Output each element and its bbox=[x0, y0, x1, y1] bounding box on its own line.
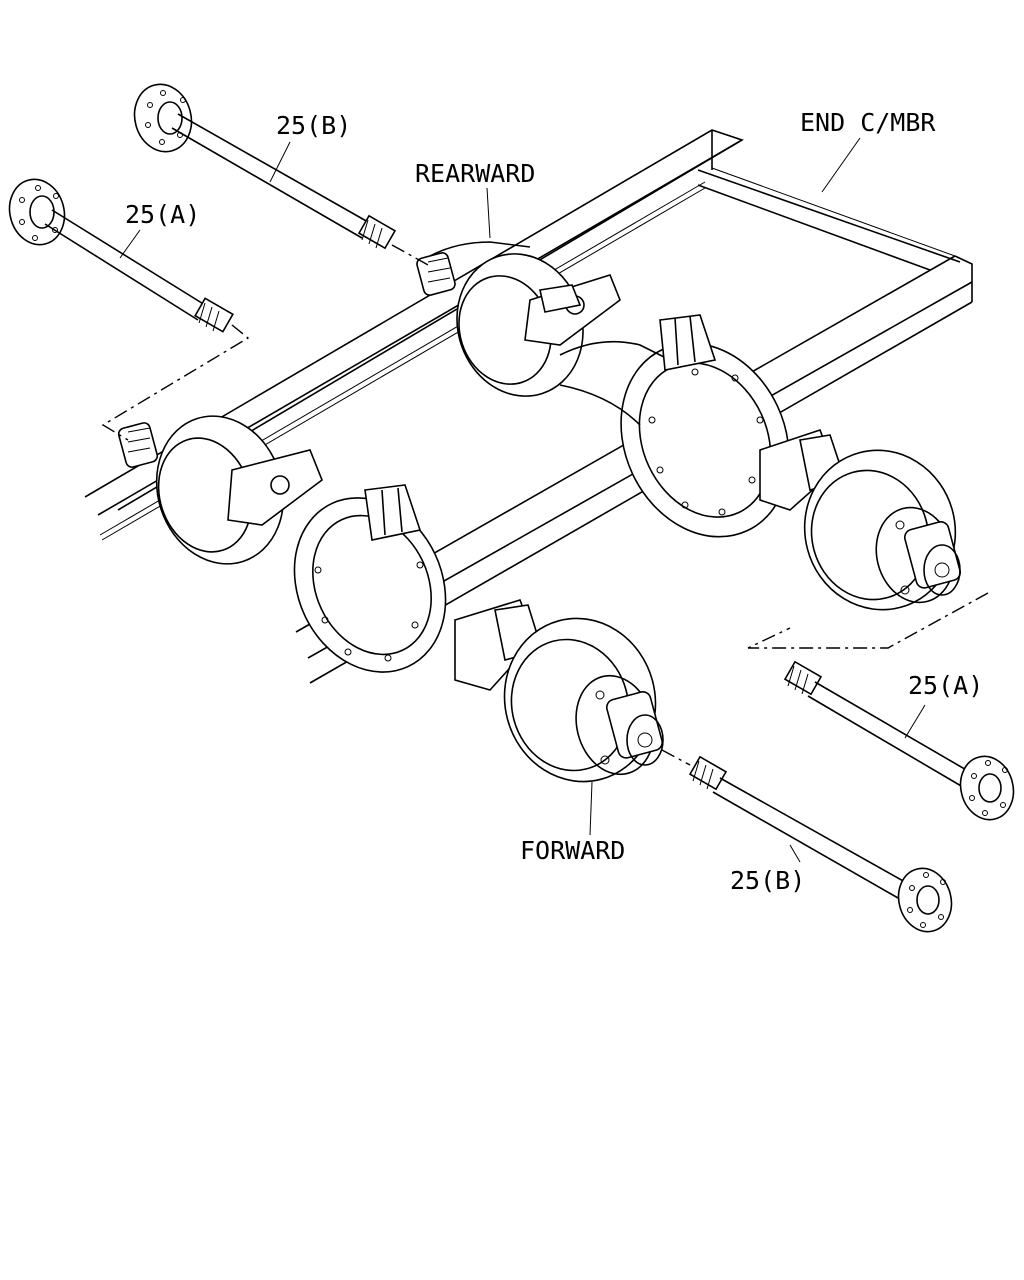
forward-axle bbox=[117, 415, 664, 783]
label-forward: FORWARD bbox=[520, 836, 625, 865]
chassis-frame bbox=[84, 129, 973, 684]
axle-shaft-25b-bottom bbox=[661, 749, 953, 933]
label-25a-top: 25(A) bbox=[125, 200, 200, 229]
label-25a-bottom: 25(A) bbox=[908, 671, 983, 700]
leader-lines bbox=[119, 137, 926, 863]
label-25b-top: 25(B) bbox=[276, 111, 351, 140]
label-rearward: REARWARD bbox=[415, 159, 535, 188]
label-end-cross-member: END C/MBR bbox=[800, 108, 936, 137]
axle-shaft-25a-top bbox=[8, 178, 250, 441]
rearward-axle bbox=[416, 241, 961, 611]
label-25b-bottom: 25(B) bbox=[730, 866, 805, 895]
axle-shaft-25b-top bbox=[133, 83, 431, 267]
axle-shaft-25a-bottom bbox=[747, 592, 1015, 821]
